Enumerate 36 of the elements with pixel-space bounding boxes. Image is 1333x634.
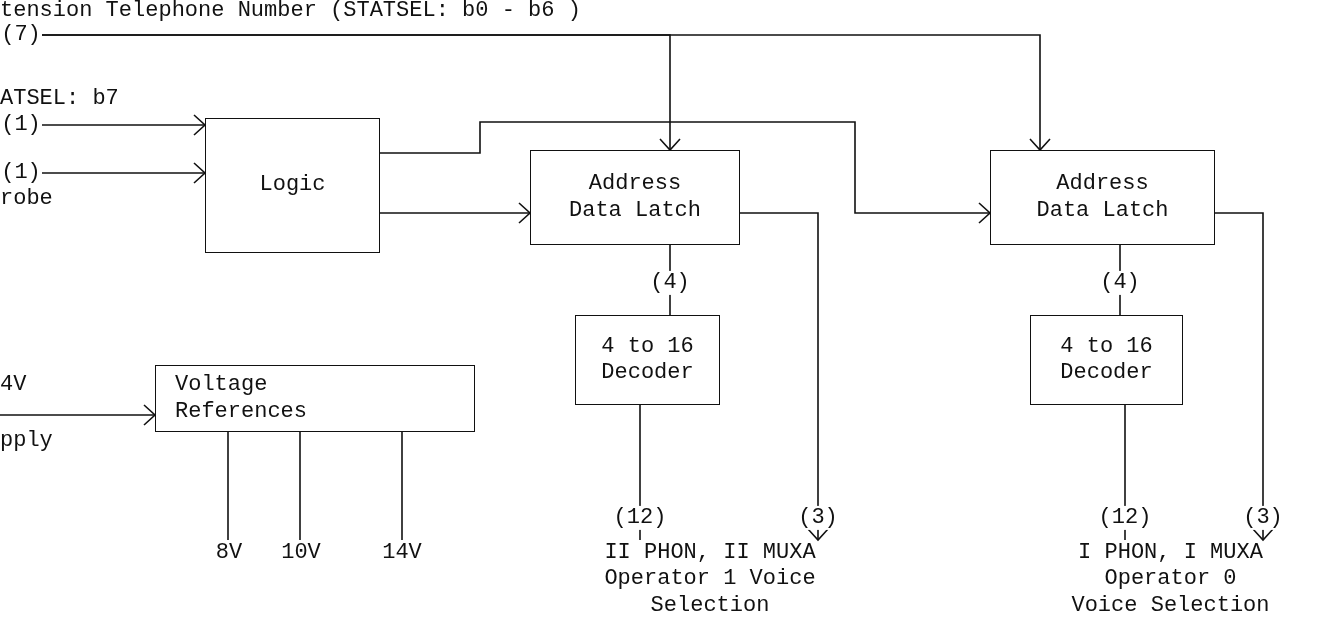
signal-label: 8V [215,540,243,567]
signal-caption: ATSEL: b7 [0,86,119,113]
signal-label: 10V [281,540,321,567]
block-label: Logic [259,172,326,199]
function-block [530,150,740,245]
signal-arrow [0,404,156,426]
signal-label: (1) [1,112,41,139]
function-block [155,365,475,432]
signal-arrow [739,212,829,541]
signal-label: II PHON, II MUXA Operator 1 Voice Selection [603,540,817,620]
block-label: Address Data Latch [568,171,702,224]
signal-caption: tension Telephone Number (STATSEL: b0 - b6 ) [0,0,581,24]
signal-line [299,431,301,541]
signal-label: pply [0,428,53,453]
function-block [990,150,1215,245]
function-block [1030,315,1183,405]
signal-arrow [379,202,531,224]
block-label: 4 to 16 Decoder [600,333,695,387]
signal-arrow [41,162,206,184]
block-label: Address Data Latch [1035,171,1170,224]
signal-arrow [379,121,991,224]
signal-label: (1) [1,160,41,187]
function-block [205,118,380,253]
signal-caption: robe [0,186,53,213]
signal-line [227,431,229,541]
signal-label: I PHON, I MUXA Operator 0 Voice Selection [1070,540,1271,620]
signal-label: 14V [382,540,422,567]
block-label: 4 to 16 Decoder [1059,333,1154,387]
function-block [575,315,720,405]
signal-arrow [41,34,1051,151]
signal-arrow [41,114,206,136]
block-label: Voltage References [174,372,309,425]
signal-arrow [1214,212,1274,541]
signal-label: 4V [0,372,27,397]
signal-label: (7) [1,22,41,49]
signal-line [401,431,403,541]
